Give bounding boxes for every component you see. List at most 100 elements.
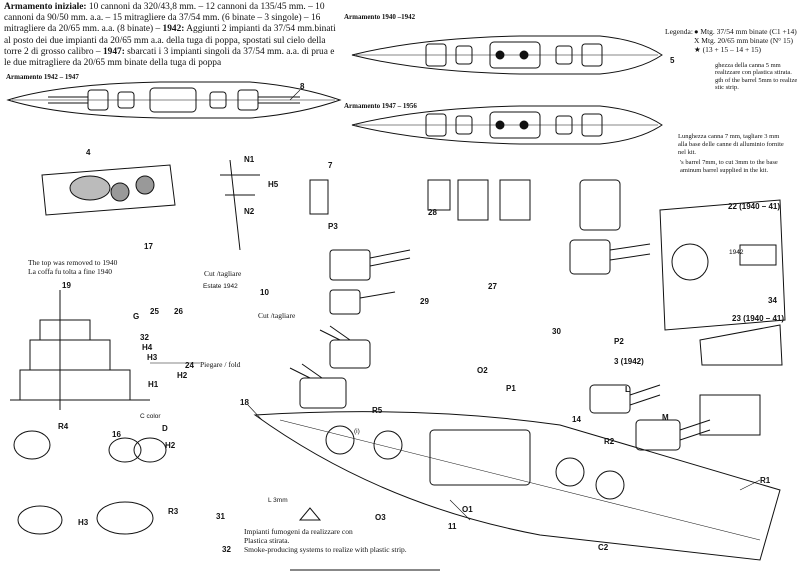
label-part-l: L [625, 385, 630, 394]
label-part-h3: H3 [147, 353, 158, 362]
note-cut-en-1: 's barrel 7mm, to cut 3mm to the base [680, 159, 778, 166]
ship-plan-1942-1947 [6, 81, 342, 119]
intro-text-initial: 10 cannoni da 320/43,8 mm. – 12 cannoni … [4, 2, 325, 35]
label-part-7: 7 [328, 161, 333, 170]
intro-heading-1947: 1947: [102, 46, 125, 57]
label-part-8: 8 [300, 82, 305, 91]
note-barrel-en-1: gth of the barrel 5mm to realize [715, 77, 798, 84]
intro-heading-1942: 1942: [162, 24, 185, 35]
label-part-h4: H4 [142, 343, 153, 352]
label-part-16: 16 [112, 430, 121, 439]
label-part-10a: 10 [260, 288, 269, 297]
note-top-removed-en: The top was removed to 1940 [28, 258, 118, 267]
label-part-p3: P3 [328, 222, 338, 231]
mast-side-view [10, 290, 150, 410]
legend-title: Legenda: [665, 27, 693, 36]
note-barrel-en-2: stic strip. [715, 84, 739, 91]
detail-parts-bottom-left [13, 430, 440, 571]
legend-line-3: ★ (13 + 15 – 14 + 15) [694, 45, 762, 54]
ship-plan-1940-1942 [351, 35, 663, 75]
note-cut-it-2: alla base delle canne di alluminio forni… [678, 141, 784, 148]
label-part-24: 24 [185, 361, 194, 370]
intro-heading-initial: Armamento iniziale: [4, 2, 87, 12]
label-part-n1: N1 [244, 155, 255, 164]
label-part-p2: P2 [614, 337, 624, 346]
note-estate: Estate 1942 [203, 283, 238, 290]
label-part-p1: P1 [506, 384, 516, 393]
mast-assembly [220, 159, 260, 251]
caption-armament-1942-1947: Armamento 1942 – 1947 [6, 73, 79, 81]
label-part-27: 27 [488, 282, 497, 291]
label-part-34: 34 [768, 296, 777, 305]
note-barrel-it-2: realizzare con plastica stirata. [715, 69, 792, 76]
note-fold: Piegare / fold [200, 360, 241, 369]
label-part-32: 32 [140, 333, 149, 342]
note-cut-it-1: Lunghezza canna 7 mm, tagliare 3 mm [678, 133, 780, 140]
label-part-o1: O1 [462, 505, 473, 514]
label-part-r4: R4 [58, 422, 69, 431]
label-part-r2: R2 [604, 437, 615, 446]
small-parts-center [309, 179, 651, 315]
label-part-h2a: H2 [177, 371, 188, 380]
label-part-r5: R5 [372, 406, 383, 415]
intro-text-1942: Aggiunti 2 impianti da 37/54 mm.binati a… [4, 24, 336, 57]
note-cut-1: Cut /tagliare [204, 269, 242, 278]
label-i-mark: (i) [354, 428, 360, 435]
label-part-c-color: C color [140, 413, 161, 420]
note-cut-it-3: nel kit. [678, 149, 697, 156]
label-part-g: G [133, 312, 140, 321]
ship-plan-1947-1956 [351, 105, 663, 145]
label-l-3mm: L 3mm [268, 497, 288, 504]
intro-text-1947: sbarcati i 3 impianti singoli da 37/54 m… [4, 46, 335, 69]
legend-line-2: X Mtg. 20/65 mm binate (N° 15) [694, 36, 794, 45]
label-part-17: 17 [144, 242, 153, 251]
label-part-31: 31 [216, 512, 225, 521]
label-part-23: 23 (1940 – 41) [732, 314, 785, 323]
label-part-h1: H1 [148, 380, 159, 389]
label-part-22: 22 (1940 – 41) [728, 202, 781, 211]
turrets [289, 325, 761, 451]
caption-armament-1947-1956: Armamento 1947 – 1956 [344, 102, 417, 110]
label-part-11: 11 [448, 522, 457, 531]
label-part-r3: R3 [168, 507, 179, 516]
note-smoke-it-1: Impianti fumogeni da realizzare con [244, 527, 353, 536]
label-part-h3b: H3 [78, 518, 89, 527]
leader-lines [150, 89, 761, 521]
ship-hull-main [253, 411, 781, 561]
note-smoke-en: Smoke-producing systems to realize with … [244, 545, 407, 554]
label-part-32b: 32 [222, 545, 231, 554]
label-part-r1: R1 [760, 476, 771, 485]
label-part-n2: N2 [244, 207, 255, 216]
armament-intro: Armamento iniziale: 10 cannoni da 320/43… [4, 2, 339, 69]
label-part-29: 29 [420, 297, 429, 306]
label-part-4a: 4 [86, 148, 91, 157]
note-top-removed-it: La coffa fu tolta a fine 1940 [28, 267, 112, 276]
label-part-28: 28 [428, 208, 437, 217]
label-part-d: D [162, 424, 168, 433]
label-part-m: M [662, 413, 669, 422]
label-part-26: 26 [174, 307, 183, 316]
note-cut-2: Cut /tagliare [258, 311, 296, 320]
label-part-14: 14 [572, 415, 581, 424]
label-part-h2b: H2 [165, 441, 176, 450]
label-part-30: 30 [552, 327, 561, 336]
label-part-c2: C2 [598, 543, 609, 552]
note-bridge-plate: 1942 [729, 249, 744, 256]
label-part-o2: O2 [477, 366, 488, 375]
superstructure-deck [41, 164, 176, 216]
bridge-side-view [659, 199, 786, 366]
label-part-18: 18 [240, 398, 249, 407]
note-smoke-it-2: Plastica stirata. [244, 536, 290, 545]
note-cut-en-2: aminum barrel supplied in the kit. [680, 167, 769, 174]
legend-line-1: ● Mtg. 37/54 mm binate (C1 +14) [694, 27, 797, 36]
label-part-3-1942: 3 (1942) [614, 357, 644, 366]
label-part-o3: O3 [375, 513, 386, 522]
caption-armament-1940-1942: Armamento 1940 –1942 [344, 13, 416, 21]
label-part-h5: H5 [268, 180, 279, 189]
label-part-19a: 19 [62, 281, 71, 290]
note-barrel-it-1: ghezza della canna 5 mm [715, 62, 781, 69]
label-part-5: 5 [670, 56, 675, 65]
label-part-25: 25 [150, 307, 159, 316]
